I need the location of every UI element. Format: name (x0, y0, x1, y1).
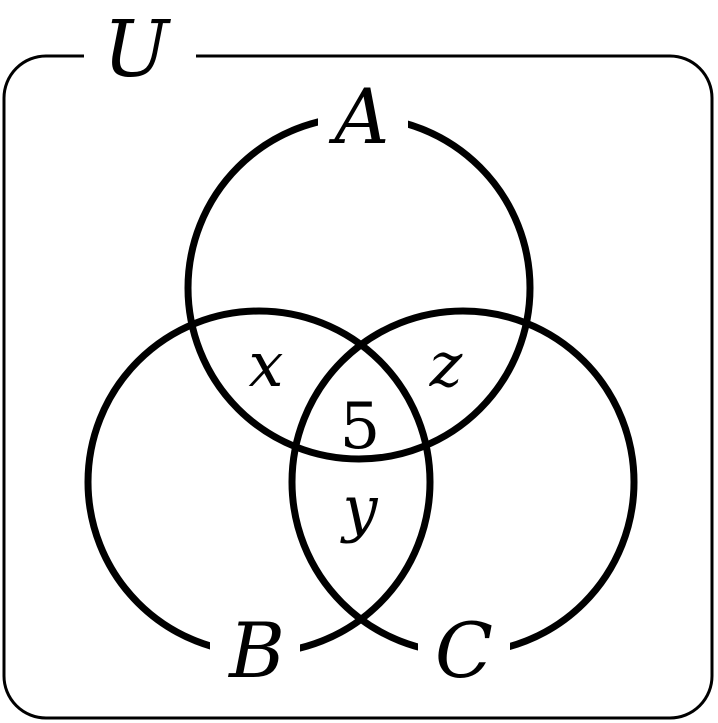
region-b-c-label: y (339, 472, 378, 545)
universe-label-gap (84, 30, 196, 80)
set-b-label-gap (210, 612, 300, 684)
region-abc-label: 5 (340, 390, 381, 464)
set-c-label: C (435, 606, 493, 695)
set-a-label: A (329, 72, 390, 161)
set-a-label-gap (318, 80, 408, 150)
set-c-label-gap (418, 612, 510, 684)
set-b-label: B (227, 606, 285, 695)
universe-label: U (103, 5, 171, 95)
region-a-b-label: x (249, 328, 284, 401)
universe-frame (2, 54, 714, 720)
region-a-c-label: z (429, 328, 463, 401)
